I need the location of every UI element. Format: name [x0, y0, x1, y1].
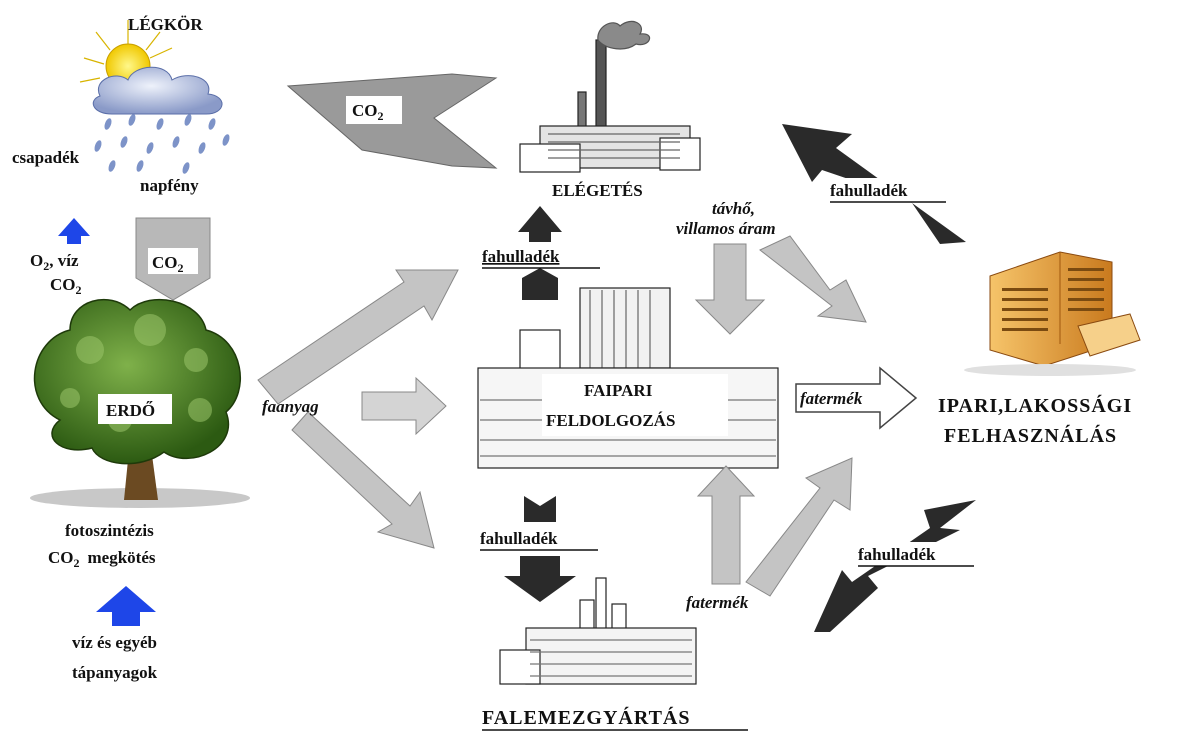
heat-to-usage-arrow — [759, 235, 867, 323]
precipitation-label: csapadék — [12, 148, 80, 167]
board-to-usage-arrow — [745, 457, 853, 597]
board-to-processing-arrow — [696, 465, 756, 585]
co2-down-label: CO — [152, 253, 178, 272]
waste-up-label: fahulladék — [482, 247, 560, 266]
water-label-1: víz és egyéb — [72, 633, 157, 652]
board-manufacturing-label: FALEMEZGYÁRTÁS — [482, 706, 691, 729]
factory-icon — [519, 20, 701, 173]
waste-up-arrow-head — [518, 206, 562, 242]
wood-material-label: faanyag — [262, 397, 319, 416]
board-factory-icon — [499, 577, 697, 685]
co2-top-label: CO — [352, 101, 378, 120]
co2-down-arrow: CO2 — [135, 217, 211, 301]
forest-label: ERDŐ — [106, 401, 155, 420]
product-bottom-label: fatermék — [686, 593, 749, 612]
svg-text:O2, víz: O2, víz — [30, 251, 79, 273]
svg-text:CO2: CO2 — [152, 253, 184, 275]
waste-to-board-arrow — [814, 500, 976, 632]
processing-label-1: FAIPARI — [584, 381, 653, 400]
water-label-2: tápanyagok — [72, 663, 158, 682]
waste-down-arrow-head — [504, 556, 576, 602]
forest-label-box — [98, 394, 172, 424]
svg-text:CO2: CO2 — [352, 101, 384, 123]
waste-down-arrow-tail — [524, 496, 556, 522]
combustion-label: ELÉGETÉS — [552, 181, 643, 200]
waste-right-bottom-label: fahulladék — [858, 545, 936, 564]
o2-co2-label: CO — [50, 275, 76, 294]
product-mid-label: fatermék — [800, 389, 863, 408]
product-to-usage-arrow — [795, 366, 918, 430]
co2-top-arrow: CO2 — [286, 73, 498, 169]
co2-binding-label: CO — [48, 548, 74, 567]
processing-label-2: FELDOLGOZÁS — [546, 411, 675, 430]
waste-right-top-label: fahulladék — [830, 181, 908, 200]
usage-label-2: FELHASZNÁLÁS — [944, 424, 1117, 447]
photosynthesis-label: fotoszintézis — [65, 521, 154, 540]
sunlight-label: napfény — [140, 176, 199, 195]
district-heat-label-1: távhő, — [712, 199, 755, 218]
usage-building-icon — [964, 251, 1141, 376]
usage-label-1: IPARI,LAKOSSÁGI — [938, 394, 1132, 417]
o2-label: O — [30, 251, 43, 270]
water-up-arrow — [96, 586, 156, 626]
atmosphere-label: LÉGKÖR — [128, 15, 203, 34]
o2-up-arrow — [58, 218, 90, 244]
waste-up-arrow-tail — [522, 268, 558, 300]
svg-text:CO2: CO2 — [50, 275, 82, 297]
district-heat-label-2: villamos áram — [676, 219, 776, 238]
weather-icon — [79, 20, 230, 174]
tree-icon — [30, 298, 250, 508]
waste-down-label: fahulladék — [480, 529, 558, 548]
wood-material-arrows — [257, 269, 459, 549]
heat-down-arrow — [694, 243, 766, 335]
